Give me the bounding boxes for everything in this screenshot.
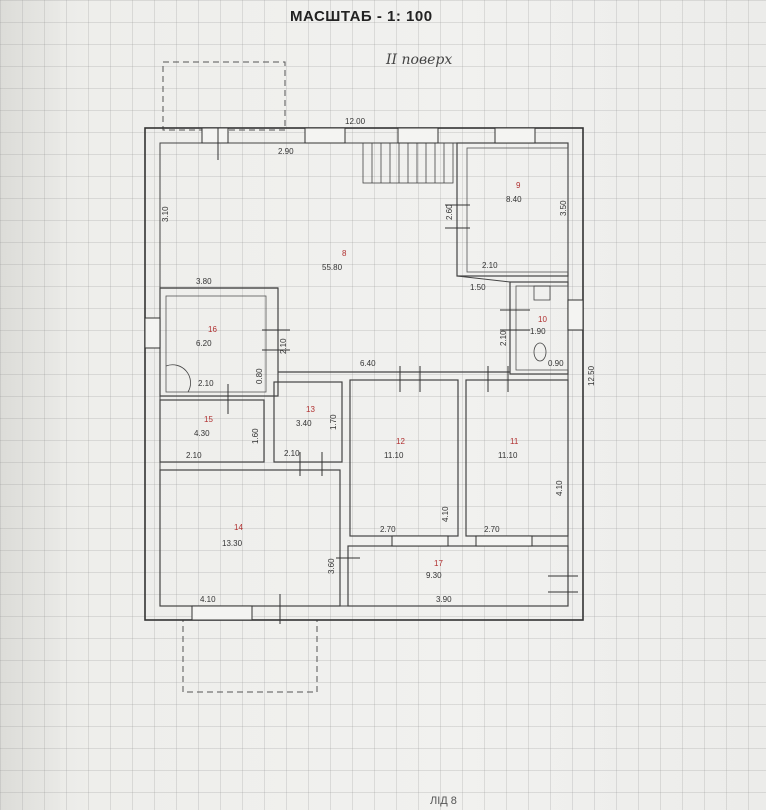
room-11-label: 11 11.10 xyxy=(498,437,519,460)
svg-text:17: 17 xyxy=(434,559,443,568)
room-16-inner xyxy=(165,295,267,393)
room-16-label: 16 6.20 xyxy=(196,325,217,348)
svg-text:8.40: 8.40 xyxy=(506,195,522,204)
room-15-label: 15 4.30 xyxy=(194,415,213,438)
svg-text:9: 9 xyxy=(516,181,521,190)
dim-room15-height: 1.60 xyxy=(251,428,260,444)
room-10-label: 10 1.90 xyxy=(530,315,547,336)
dim-room10-height: 2.10 xyxy=(499,330,508,346)
svg-text:9.30: 9.30 xyxy=(426,571,442,580)
dim-stair-gap: 1.50 xyxy=(470,283,486,292)
sink-icon xyxy=(533,285,551,301)
svg-text:1.90: 1.90 xyxy=(530,327,546,336)
room-15-walls xyxy=(159,399,265,463)
windows xyxy=(144,127,584,621)
dim-overall-height: 12.50 xyxy=(587,365,596,386)
room-8-label: 8 55.80 xyxy=(322,249,347,272)
room-9-inner xyxy=(466,147,569,273)
dim-room16-height: 2.10 xyxy=(279,338,288,354)
dim-room14-side: 3.60 xyxy=(327,558,336,574)
svg-text:15: 15 xyxy=(204,415,213,424)
dim-room11-bottom: 2.70 xyxy=(484,525,500,534)
dim-room9-height: 3.50 xyxy=(559,200,568,216)
dim-room13-side: 1.70 xyxy=(329,414,338,430)
lower-balcony-outline xyxy=(182,619,318,693)
room-13-walls xyxy=(273,381,343,463)
room-12-label: 12 11.10 xyxy=(384,437,405,460)
svg-text:55.80: 55.80 xyxy=(322,263,343,272)
room-9-walls xyxy=(456,142,569,277)
dim-left-wall: 3.10 xyxy=(161,206,170,222)
door-swing-icon xyxy=(165,364,191,393)
svg-text:11.10: 11.10 xyxy=(384,451,404,460)
page-edge-shadow xyxy=(0,0,60,810)
svg-text:14: 14 xyxy=(234,523,243,532)
room-17-walls xyxy=(347,545,569,607)
staircase xyxy=(362,142,454,184)
hall-partition-right xyxy=(456,275,511,283)
dim-room11-side: 4.10 xyxy=(555,480,564,496)
dim-room9-left: 2.60 xyxy=(445,204,454,220)
door-ticks xyxy=(217,128,578,624)
svg-text:3.40: 3.40 xyxy=(296,419,312,428)
svg-text:6.20: 6.20 xyxy=(196,339,212,348)
dim-room16-bottom: 2.10 xyxy=(198,379,214,388)
svg-text:11.10: 11.10 xyxy=(498,451,518,460)
svg-text:13.30: 13.30 xyxy=(222,539,243,548)
dim-room15-bottom: 2.10 xyxy=(186,451,202,460)
svg-text:8: 8 xyxy=(342,249,347,258)
page-footer-note: ЛІД 8 xyxy=(430,795,457,807)
dim-room13-bottom: 2.10 xyxy=(284,449,300,458)
dim-room10-small: 0.90 xyxy=(548,359,564,368)
svg-text:11: 11 xyxy=(510,437,519,446)
dim-middle-run: 6.40 xyxy=(360,359,376,368)
dim-room14-top: 4.10 xyxy=(200,595,216,604)
dim-room9-bottom: 2.10 xyxy=(482,261,498,270)
svg-text:16: 16 xyxy=(208,325,217,334)
svg-text:10: 10 xyxy=(538,315,547,324)
svg-text:12: 12 xyxy=(396,437,405,446)
svg-text:13: 13 xyxy=(306,405,315,414)
room-14-walls xyxy=(159,469,341,607)
outer-wall-outer xyxy=(144,127,584,621)
room-17-label: 17 9.30 xyxy=(426,559,443,580)
dim-top-left-run: 2.90 xyxy=(278,147,294,156)
dim-room12-bottom: 2.70 xyxy=(380,525,396,534)
toilet-icon xyxy=(533,342,547,362)
dim-room17-bottom: 3.90 xyxy=(436,595,452,604)
room-13-label: 13 3.40 xyxy=(296,405,315,428)
upper-balcony-outline xyxy=(162,61,286,131)
room-9-label: 9 8.40 xyxy=(506,181,522,204)
room-14-label: 14 13.30 xyxy=(222,523,243,548)
dim-room12-side: 4.10 xyxy=(441,506,450,522)
dim-room16-side: 0.80 xyxy=(255,368,264,384)
floor-note: II поверх xyxy=(386,52,453,68)
dim-overall-width: 12.00 xyxy=(345,117,366,126)
dim-room8-lower: 3.80 xyxy=(196,277,212,286)
scale-title: МАСШТАБ - 1: 100 xyxy=(290,8,433,25)
svg-text:4.30: 4.30 xyxy=(194,429,210,438)
